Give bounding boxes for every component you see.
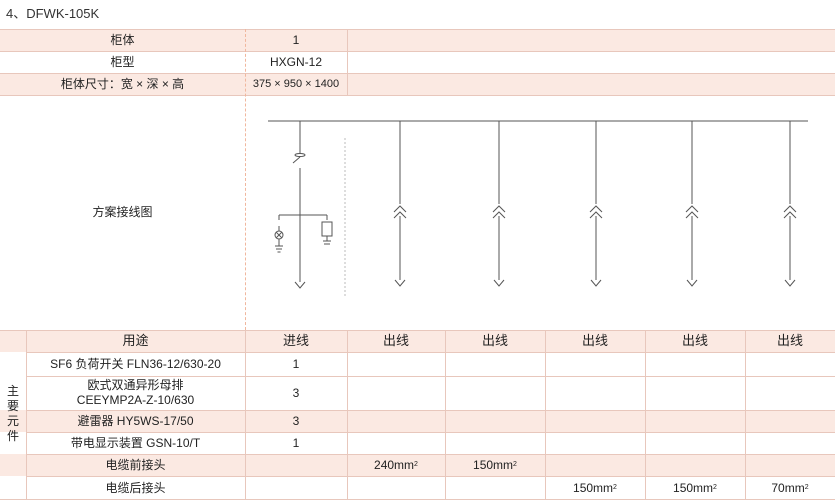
grid-line	[26, 352, 835, 353]
grid-line	[0, 95, 835, 96]
cabinet-type-label: 柜型	[110, 55, 135, 69]
main-components-side-label: 主要元件	[6, 384, 20, 444]
usage-header: 用途	[122, 333, 149, 348]
side-label-char: 件	[6, 429, 19, 443]
cabinet-size-label: 柜体尺寸：宽 × 深 × 高	[60, 77, 185, 91]
row-band-front-connector	[0, 454, 835, 476]
outgoing-feeder-3	[589, 121, 603, 287]
component-qty: 1	[292, 436, 300, 450]
grid-line	[245, 330, 246, 499]
component-name-arrester: 避雷器 HY5WS-17/50	[77, 414, 194, 428]
grid-line	[26, 376, 835, 377]
scheme-diagram-label: 方案接线图	[92, 205, 153, 219]
side-label-char: 主	[6, 384, 19, 398]
cabinet-value: 1	[292, 33, 300, 47]
grid-line	[347, 330, 348, 499]
grid-line	[26, 476, 835, 477]
cabinet-label: 柜体	[110, 33, 135, 47]
row-band-lightning	[0, 410, 835, 432]
component-qty: 3	[292, 386, 300, 400]
usage-col-outgoing: 出线	[681, 333, 708, 348]
size-value: 150mm	[673, 480, 714, 495]
grid-line	[745, 330, 746, 499]
outgoing-feeder-5	[783, 121, 797, 287]
grid-line	[545, 330, 546, 499]
row-band-cabinet	[0, 29, 835, 51]
outgoing-feeder-1	[393, 121, 407, 287]
row-band-usage	[0, 330, 835, 352]
grid-line	[26, 410, 835, 411]
grid-line	[0, 29, 835, 30]
grid-line	[347, 29, 348, 95]
usage-col-outgoing: 出线	[776, 333, 803, 348]
component-qty: 3	[292, 414, 300, 428]
component-name-rear-connector: 电缆后接头	[105, 480, 166, 495]
size-value: 150mm	[573, 480, 614, 495]
grid-line	[645, 330, 646, 499]
grid-line	[0, 73, 835, 74]
row-band-size	[0, 73, 835, 95]
grid-line	[26, 454, 835, 455]
load-switch-blade	[292, 156, 301, 164]
size-value: 150mm	[473, 458, 514, 472]
usage-col-outgoing: 出线	[382, 333, 409, 348]
cabinet-size-value: 375 × 950 × 1400	[252, 78, 340, 90]
grid-line	[0, 330, 835, 331]
wiring-diagram	[268, 120, 808, 296]
usage-col-outgoing: 出线	[481, 333, 508, 348]
surge-arrester-icon	[321, 221, 333, 237]
outgoing-feeder-4	[685, 121, 699, 287]
component-name-front-connector: 电缆前接头	[105, 458, 166, 472]
usage-col-outgoing: 出线	[581, 333, 608, 348]
side-label-char: 要	[6, 399, 19, 413]
side-label-char: 元	[6, 414, 19, 428]
grid-line	[0, 499, 835, 500]
component-qty: 1	[292, 357, 300, 371]
component-name-live-indicator: 带电显示装置 GSN-10/T	[70, 436, 201, 450]
usage-col-incoming: 进线	[282, 333, 309, 348]
grid-line	[445, 330, 446, 499]
component-name-line: 欧式双通异形母排	[87, 378, 184, 392]
grid-line	[26, 432, 835, 433]
grid-divider-dashed	[245, 29, 246, 330]
cabinet-type-value: HXGN-12	[269, 55, 322, 69]
size-value: 240mm	[374, 458, 415, 472]
grid-line	[0, 51, 835, 52]
component-name-load-switch: SF6 负荷开关 FLN36-12/630-20	[50, 357, 221, 371]
component-name-line: CEEYMP2A-Z-10/630	[76, 393, 195, 407]
grid-line	[26, 330, 27, 499]
page-heading: 4、DFWK-105K	[6, 6, 100, 21]
component-name-busbar: 欧式双通异形母排 CEEYMP2A-Z-10/630	[26, 376, 245, 410]
outgoing-feeder-2	[492, 121, 506, 287]
size-value: 70mm	[771, 480, 805, 495]
